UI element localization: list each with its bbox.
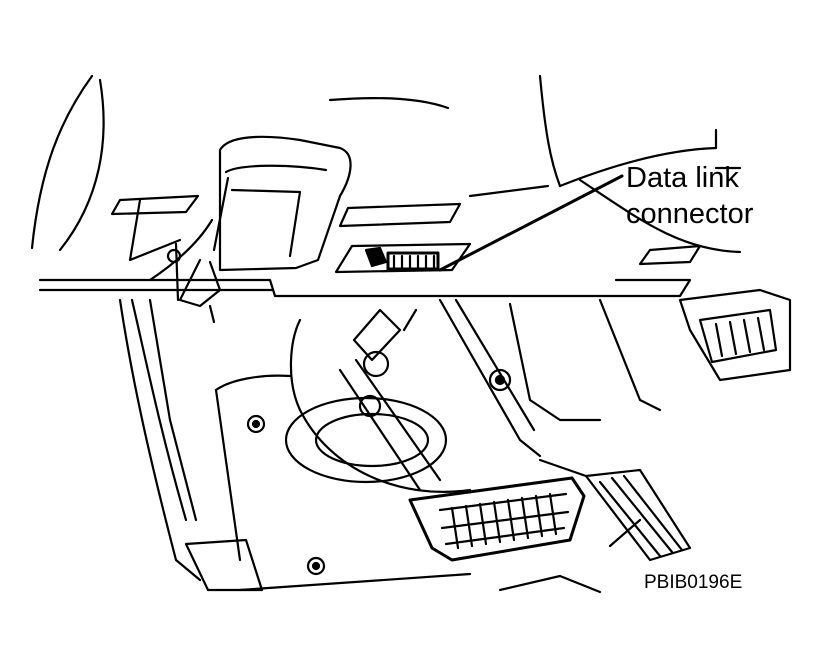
steering-column-shroud [166, 135, 352, 324]
pedal-bracket [284, 298, 662, 493]
pedal-icon [408, 476, 586, 562]
kick-panel [118, 298, 326, 592]
floor-contours [238, 518, 642, 594]
bolt-icon [488, 368, 512, 392]
bolt-icon [246, 414, 266, 434]
dashboard-outline [30, 74, 718, 252]
callout-leader-line [438, 174, 624, 272]
connector-icon [386, 251, 440, 271]
callout-label-line2: connector [626, 198, 754, 230]
lower-dash-panel [38, 166, 742, 298]
brake-pedal [338, 358, 586, 562]
callout-label-line1: Data link [626, 162, 739, 194]
right-lower-trim [678, 288, 792, 382]
vent-slot-left [110, 194, 200, 216]
vent-slot-right [638, 244, 702, 266]
figure-id: PBIB0196E [644, 572, 743, 593]
bolt-icon [166, 248, 182, 264]
bolt-icon [306, 556, 326, 576]
data-link-connector [334, 202, 472, 274]
accelerator-pedal [538, 458, 692, 562]
